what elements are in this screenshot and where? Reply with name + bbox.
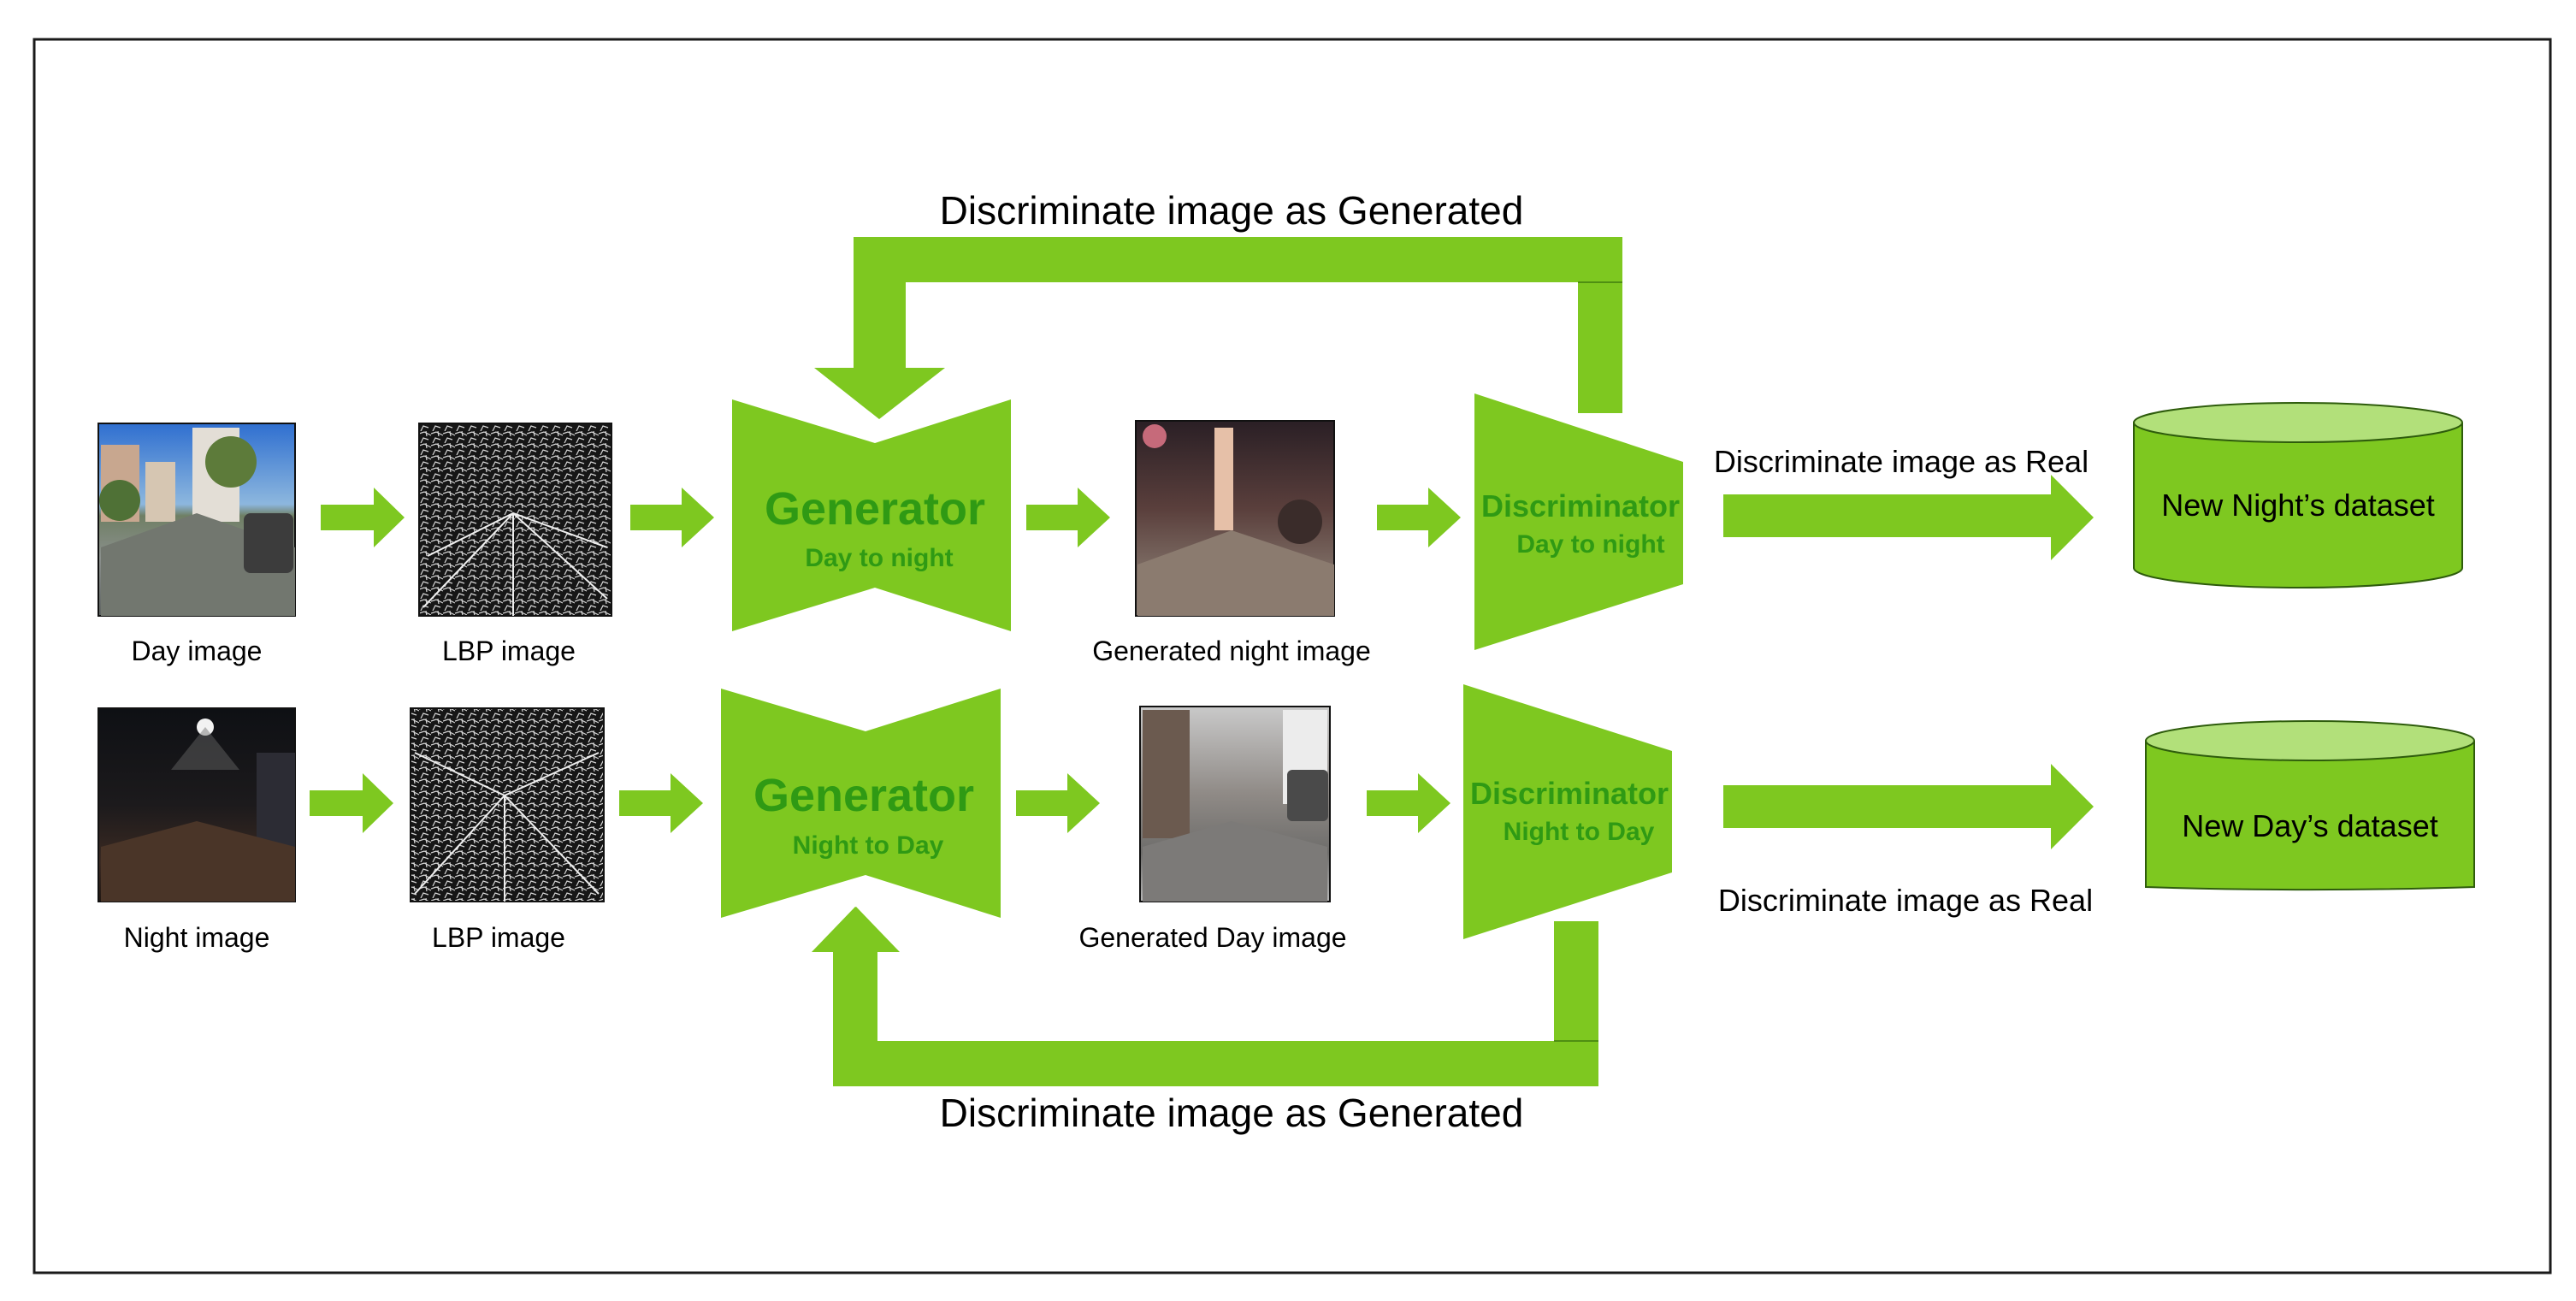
arrow-real-to-day-dataset	[1723, 764, 2094, 849]
lbp-image-top-label: LBP image	[442, 636, 576, 666]
arrow-night-output-to-discriminator	[1377, 488, 1461, 547]
lbp-image-bottom	[410, 707, 605, 902]
generated-night-image-label: Generated night image	[1092, 636, 1371, 666]
generator-day-to-night-title: Generator	[765, 483, 985, 535]
generated-night-image	[1135, 420, 1335, 617]
night-image-label: Night image	[124, 922, 270, 953]
day-image	[97, 423, 296, 617]
arrow-day-output-to-discriminator	[1367, 773, 1450, 833]
generated-day-image	[1139, 706, 1331, 902]
arrow-lbp-to-generator-top	[630, 488, 714, 547]
feedback-label-top: Discriminate image as Generated	[940, 188, 1524, 233]
arrow-real-to-night-dataset	[1723, 475, 2094, 560]
day-dataset-label: New Day’s dataset	[2182, 808, 2437, 843]
discriminator-day-to-night-subtitle: Day to night	[1516, 530, 1664, 559]
generator-night-to-day	[721, 689, 1001, 918]
discriminator-night-to-day-subtitle: Night to Day	[1504, 818, 1655, 846]
arrow-generator-to-night-output	[1026, 488, 1110, 547]
arrow-night-to-lbp	[310, 773, 393, 833]
night-dataset-cylinder	[2133, 402, 2463, 588]
feedback-label-bottom: Discriminate image as Generated	[940, 1091, 1524, 1135]
arrow-generator-to-day-output	[1016, 773, 1100, 833]
generator-day-to-night-subtitle: Day to night	[805, 544, 953, 572]
discriminator-day-to-night-title: Discriminator	[1481, 488, 1680, 523]
generated-day-image-label: Generated Day image	[1078, 922, 1346, 953]
discriminator-night-to-day	[1463, 684, 1672, 939]
arrow-lbp-to-generator-bottom	[619, 773, 703, 833]
lbp-image-bottom-label: LBP image	[432, 922, 565, 953]
day-image-label: Day image	[132, 636, 263, 666]
real-label-top: Discriminate image as Real	[1714, 444, 2089, 479]
night-image	[97, 707, 296, 902]
generator-night-to-day-subtitle: Night to Day	[793, 831, 944, 860]
night-dataset-label: New Night’s dataset	[2161, 488, 2435, 523]
day-dataset-cylinder	[2145, 720, 2475, 891]
discriminator-night-to-day-title: Discriminator	[1470, 776, 1669, 811]
feedback-arrow-top	[814, 237, 1622, 419]
generator-night-to-day-title: Generator	[753, 770, 974, 821]
feedback-arrow-bottom-head	[812, 907, 900, 952]
discriminator-day-to-night	[1474, 393, 1683, 650]
lbp-image-top	[418, 423, 612, 617]
real-label-bottom: Discriminate image as Real	[1718, 883, 2093, 918]
feedback-arrow-bottom	[812, 907, 1598, 1086]
arrow-day-to-lbp	[321, 488, 405, 547]
generator-day-to-night	[732, 399, 1011, 631]
